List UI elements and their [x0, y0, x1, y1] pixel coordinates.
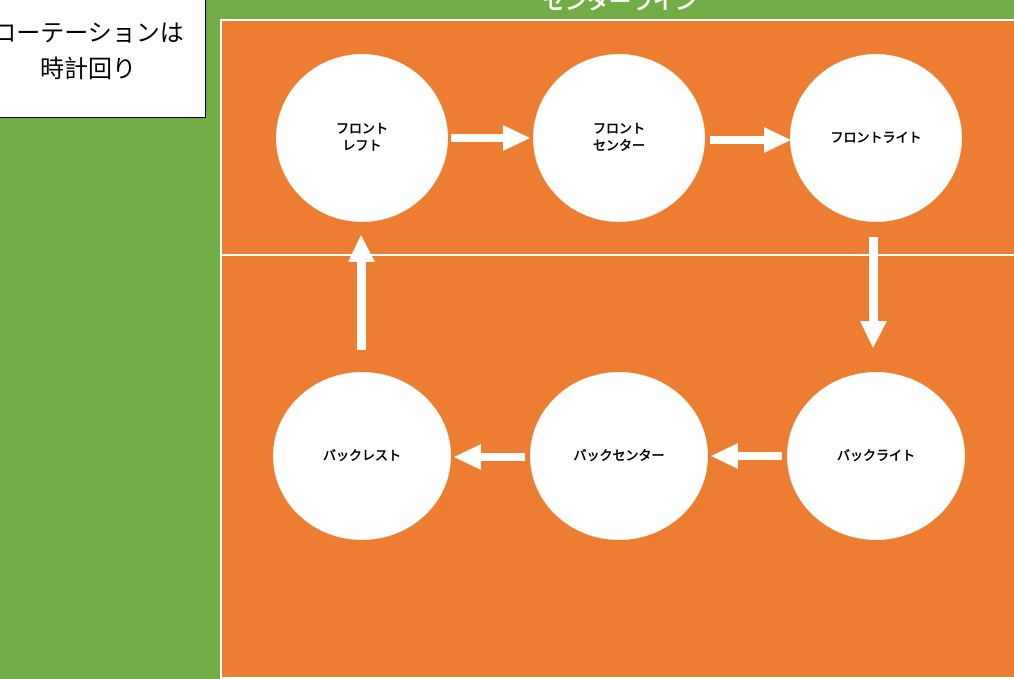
arrow-right-icon — [710, 127, 791, 153]
arrow-left-icon — [711, 443, 782, 469]
note-line-2: 時計回り — [40, 55, 136, 83]
arrow-left-icon — [454, 444, 525, 470]
position-front-right: フロントライト — [790, 54, 962, 222]
position-front-left: フロント レフト — [276, 54, 448, 222]
position-front-center: フロント センター — [533, 54, 705, 222]
center-line-label: センターライン — [542, 0, 697, 15]
rotation-arrows — [348, 125, 887, 470]
note-line-1: ローテーションは — [0, 19, 184, 47]
position-back-left: バックレスト — [273, 372, 451, 540]
position-back-right: バックライト — [787, 372, 965, 540]
arrow-right-icon — [451, 125, 530, 151]
position-back-center: バックセンター — [530, 372, 708, 540]
rotation-note: ローテーションは 時計回り — [0, 0, 206, 118]
arrow-up-icon — [348, 235, 375, 350]
attack-line — [222, 254, 1014, 256]
arrow-down-icon — [860, 237, 887, 348]
